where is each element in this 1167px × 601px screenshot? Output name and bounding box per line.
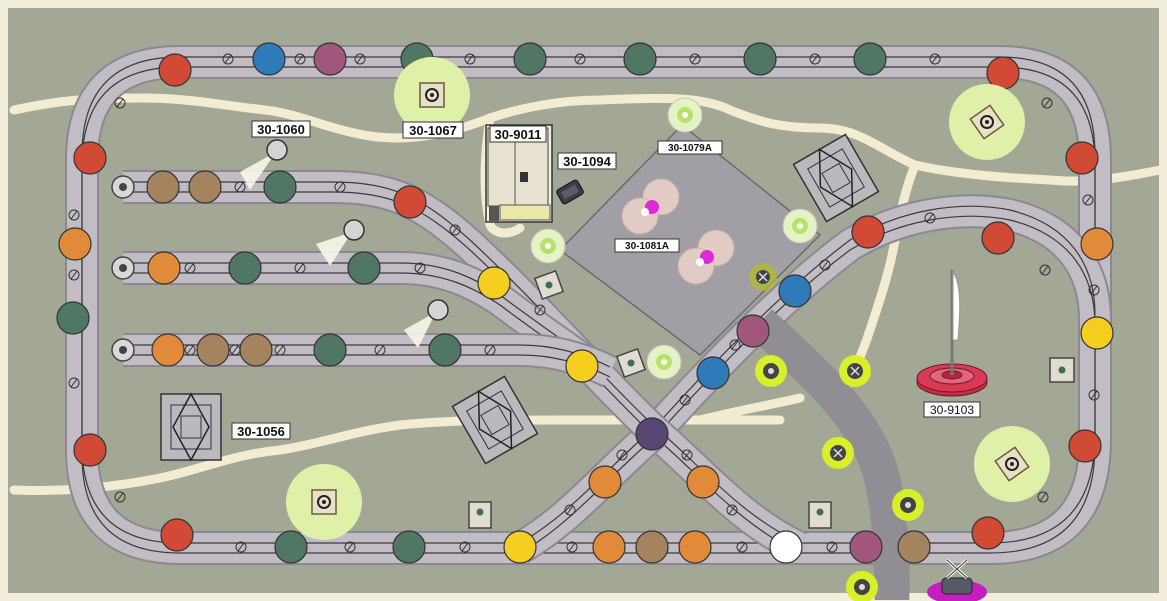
- track-block-circle[interactable]: [240, 334, 272, 366]
- track-block-circle[interactable]: [393, 531, 425, 563]
- label-text-1056: 30-1056: [237, 424, 285, 439]
- label-30-1094: 30-1094: [558, 153, 616, 169]
- track-block-circle[interactable]: [161, 519, 193, 551]
- track-block-circle[interactable]: [429, 334, 461, 366]
- track-block-circle[interactable]: [314, 334, 346, 366]
- signal-light-icon[interactable]: [755, 355, 787, 387]
- switch-box-icon[interactable]: [469, 502, 491, 528]
- track-block-circle[interactable]: [624, 43, 656, 75]
- track-block-circle[interactable]: [770, 531, 802, 563]
- switch-box-icon[interactable]: [809, 502, 831, 528]
- label-30-9011: 30-9011: [490, 126, 546, 142]
- track-block-circle[interactable]: [697, 357, 729, 389]
- track-block-circle[interactable]: [1069, 430, 1101, 462]
- track-block-circle[interactable]: [197, 334, 229, 366]
- lattice-tower-icon[interactable]: [161, 394, 221, 460]
- track-block-circle[interactable]: [348, 252, 380, 284]
- label-text-9103: 30-9103: [930, 403, 974, 417]
- track-block-circle[interactable]: [987, 57, 1019, 89]
- lamp-post-icon[interactable]: [286, 464, 362, 540]
- garage-door-icon[interactable]: [112, 339, 134, 361]
- track-block-circle[interactable]: [229, 252, 261, 284]
- signal-light-icon[interactable]: [892, 489, 924, 521]
- track-block-circle[interactable]: [74, 434, 106, 466]
- garage-door-icon[interactable]: [112, 176, 134, 198]
- switch-box-icon[interactable]: [1050, 358, 1074, 382]
- track-block-circle[interactable]: [504, 531, 536, 563]
- signal-light-icon[interactable]: [783, 209, 817, 243]
- track-block-circle[interactable]: [59, 228, 91, 260]
- track-block-circle[interactable]: [394, 186, 426, 218]
- track-block-circle[interactable]: [589, 466, 621, 498]
- track-block-circle[interactable]: [478, 267, 510, 299]
- lamp-post-icon[interactable]: [949, 84, 1025, 160]
- track-block-circle[interactable]: [898, 531, 930, 563]
- label-30-1060: 30-1060: [252, 121, 310, 137]
- track-block-circle[interactable]: [514, 43, 546, 75]
- track-block-circle[interactable]: [152, 334, 184, 366]
- track-block-circle[interactable]: [679, 531, 711, 563]
- track-block-circle[interactable]: [566, 350, 598, 382]
- track-block-circle[interactable]: [189, 171, 221, 203]
- label-30-1079A: 30-1079A: [658, 141, 722, 154]
- track-block-circle[interactable]: [74, 142, 106, 174]
- track-block-circle[interactable]: [275, 531, 307, 563]
- signal-light-icon[interactable]: [531, 229, 565, 263]
- label-text-1060: 30-1060: [257, 122, 305, 137]
- label-30-9103: 30-9103: [924, 402, 980, 417]
- track-block-circle[interactable]: [636, 418, 668, 450]
- signal-light-icon[interactable]: [839, 355, 871, 387]
- track-block-circle[interactable]: [253, 43, 285, 75]
- track-block-circle[interactable]: [744, 43, 776, 75]
- signal-light-icon[interactable]: [668, 98, 702, 132]
- track-block-circle[interactable]: [854, 43, 886, 75]
- label-text-1081a: 30-1081A: [625, 241, 669, 252]
- track-block-circle[interactable]: [1081, 317, 1113, 349]
- track-block-circle[interactable]: [57, 302, 89, 334]
- label-30-1067: 30-1067: [403, 122, 463, 138]
- track-block-circle[interactable]: [972, 517, 1004, 549]
- track-block-circle[interactable]: [159, 54, 191, 86]
- signal-light-icon[interactable]: [647, 345, 681, 379]
- track-block-circle[interactable]: [779, 275, 811, 307]
- track-block-circle[interactable]: [687, 466, 719, 498]
- track-block-circle[interactable]: [148, 252, 180, 284]
- garage-door-icon[interactable]: [112, 257, 134, 279]
- track-block-circle[interactable]: [314, 43, 346, 75]
- track-block-circle[interactable]: [593, 531, 625, 563]
- label-30-1056: 30-1056: [232, 423, 290, 439]
- track-block-circle[interactable]: [1081, 228, 1113, 260]
- track-block-circle[interactable]: [636, 531, 668, 563]
- signal-light-icon[interactable]: [822, 437, 854, 469]
- lamp-post-icon[interactable]: [974, 426, 1050, 502]
- signal-light-icon[interactable]: [749, 263, 777, 291]
- track-block-circle[interactable]: [852, 216, 884, 248]
- label-text-9011: 30-9011: [495, 127, 542, 142]
- track-block-circle[interactable]: [982, 222, 1014, 254]
- track-block-circle[interactable]: [264, 171, 296, 203]
- label-30-1081A: 30-1081A: [615, 239, 679, 252]
- track-block-circle[interactable]: [850, 531, 882, 563]
- track-block-circle[interactable]: [1066, 142, 1098, 174]
- label-text-1094: 30-1094: [563, 154, 611, 169]
- track-block-circle[interactable]: [147, 171, 179, 203]
- label-text-1067: 30-1067: [409, 123, 457, 138]
- label-text-1079a: 30-1079A: [668, 143, 712, 154]
- track-block-circle[interactable]: [737, 315, 769, 347]
